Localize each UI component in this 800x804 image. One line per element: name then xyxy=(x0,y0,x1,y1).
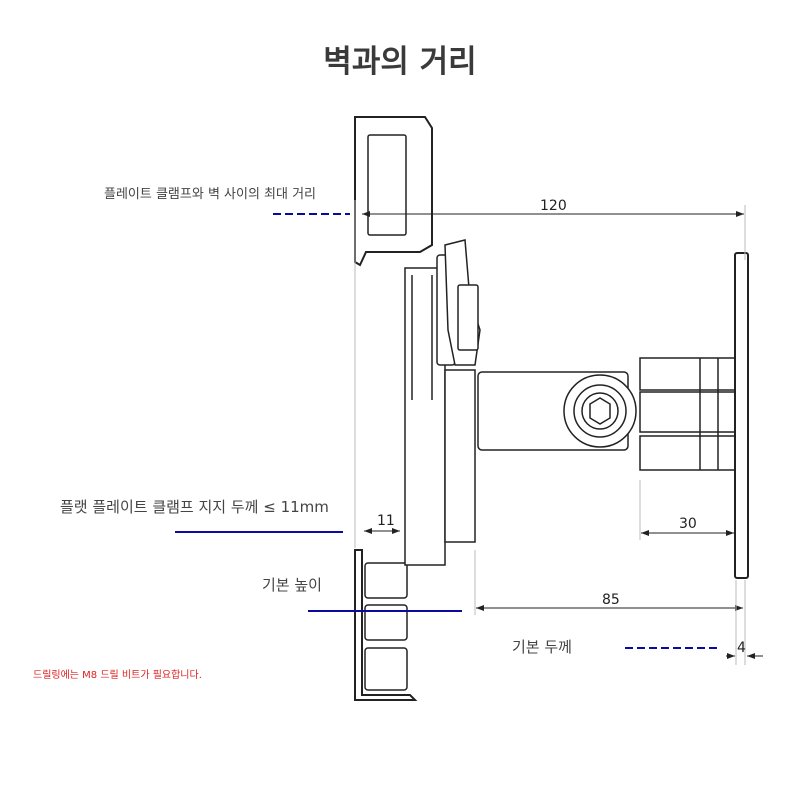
drill-note: 드릴링에는 M8 드릴 비트가 필요합니다. xyxy=(33,670,202,681)
dim-4: 4 xyxy=(737,640,746,656)
arm xyxy=(477,371,637,451)
wall-bracket xyxy=(639,252,749,579)
clamp-top xyxy=(354,116,433,267)
dim-11: 11 xyxy=(377,513,395,529)
page-title: 벽과의 거리 xyxy=(323,44,477,80)
dim-120: 120 xyxy=(540,198,567,214)
clamp-thickness-label: 플랫 플레이트 클램프 지지 두께 ≤ 11mm xyxy=(60,498,329,516)
dim-85: 85 xyxy=(602,592,620,608)
dim-30: 30 xyxy=(679,516,697,532)
base-thickness-label: 기본 두께 xyxy=(512,638,572,656)
base-height-label: 기본 높이 xyxy=(262,576,322,594)
clamp-bottom xyxy=(354,549,418,701)
dimension-lines xyxy=(354,200,763,665)
back-plate xyxy=(404,239,481,566)
hex-bolt-icon xyxy=(589,397,611,425)
leader-lines xyxy=(175,213,720,649)
max-distance-label: 플레이트 클램프와 벽 사이의 최대 거리 xyxy=(104,187,317,202)
